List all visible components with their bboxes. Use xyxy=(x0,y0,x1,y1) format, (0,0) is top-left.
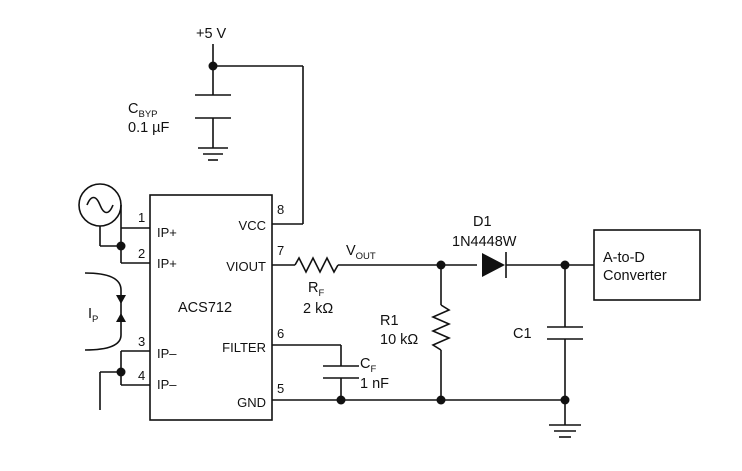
cf-value: 1 nF xyxy=(360,376,389,392)
pin5-label: GND xyxy=(237,395,266,410)
supply-label: +5 V xyxy=(196,26,227,42)
pin8-number: 8 xyxy=(277,202,284,217)
cbyp-ground-icon xyxy=(198,147,228,161)
cf-label: CF xyxy=(360,356,376,375)
ic-name: ACS712 xyxy=(178,300,232,316)
pin2-number: 2 xyxy=(138,246,145,261)
d1-part: 1N4448W xyxy=(452,234,517,250)
current-arrow-icon xyxy=(84,272,126,351)
cf-capacitor-icon xyxy=(323,365,359,379)
pin8-label: VCC xyxy=(239,218,266,233)
adc-block: A-to-D Converter xyxy=(593,229,701,301)
c1-label: C1 xyxy=(513,326,532,342)
pin7-number: 7 xyxy=(277,243,284,258)
supply-node: +5 V xyxy=(196,26,303,95)
main-ground-icon xyxy=(549,424,581,438)
pin6-number: 6 xyxy=(277,326,284,341)
pin7-label: VIOUT xyxy=(226,259,266,274)
pin2-label: IP+ xyxy=(157,256,177,271)
cbyp-value: 0.1 µF xyxy=(128,120,170,136)
cbyp-capacitor-icon xyxy=(195,94,231,148)
pin6-label: FILTER xyxy=(222,340,266,355)
r1-label: R1 xyxy=(380,313,399,329)
pin1-label: IP+ xyxy=(157,225,177,240)
r1-resistor-icon xyxy=(431,304,451,351)
cbyp-label: CBYP xyxy=(128,101,158,120)
rf-value: 2 kΩ xyxy=(303,301,333,317)
pin4-label: IP– xyxy=(157,377,177,392)
ac-source-icon xyxy=(78,183,122,227)
vout-label: VOUT xyxy=(346,243,376,262)
pin3-label: IP– xyxy=(157,346,177,361)
pin4-number: 4 xyxy=(138,368,145,383)
acs712-chip: ACS712 IP+ IP+ IP– IP– 1 2 3 4 VCC VIOUT… xyxy=(138,194,284,421)
pin5-number: 5 xyxy=(277,381,284,396)
adc-line1: A-to-D xyxy=(603,250,645,266)
adc-line2: Converter xyxy=(603,268,667,284)
current-label: IP xyxy=(88,306,98,325)
d1-diode-icon xyxy=(482,252,507,278)
rf-label: RF xyxy=(308,280,324,299)
pin1-number: 1 xyxy=(138,210,145,225)
rf-resistor-icon xyxy=(294,256,339,274)
c1-capacitor-icon xyxy=(547,326,583,340)
pin3-number: 3 xyxy=(138,334,145,349)
d1-label: D1 xyxy=(473,214,492,230)
r1-value: 10 kΩ xyxy=(380,332,418,348)
